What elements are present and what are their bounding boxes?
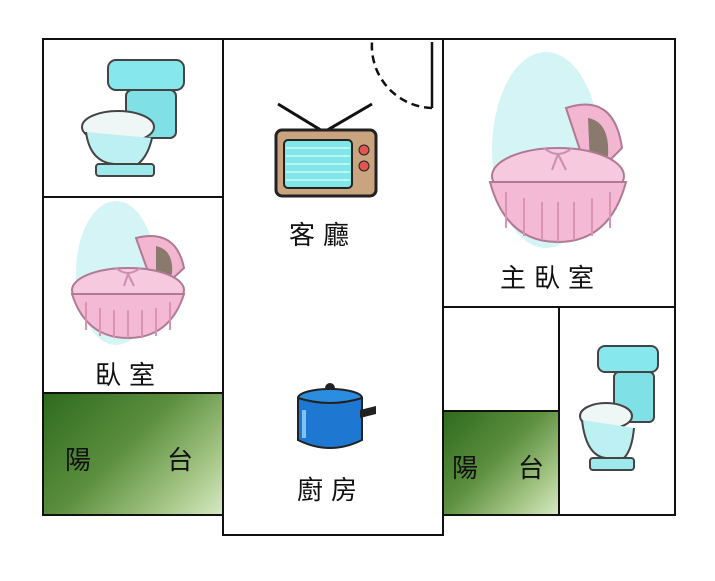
balcony-right-char1: 陽 (452, 454, 479, 484)
cradle-icon (488, 52, 628, 248)
toilet-icon (81, 59, 185, 177)
balcony-right (442, 410, 560, 516)
pot-icon (297, 383, 376, 449)
balcony-right-char2: 台 (518, 454, 545, 484)
balcony-left-char2: 台 (167, 446, 194, 476)
living-room-label: 客廳 (289, 221, 358, 251)
cradle-icon (70, 201, 186, 345)
master-bedroom-label: 主臥室 (500, 264, 603, 294)
balcony-left-char1: 陽 (65, 446, 92, 476)
bedroom-label: 臥室 (95, 361, 164, 391)
tv-icon (274, 102, 378, 198)
toilet-icon (579, 345, 659, 471)
balcony-left (42, 392, 224, 516)
kitchen-label: 廚房 (297, 476, 366, 506)
door-swing-icon (370, 41, 434, 110)
